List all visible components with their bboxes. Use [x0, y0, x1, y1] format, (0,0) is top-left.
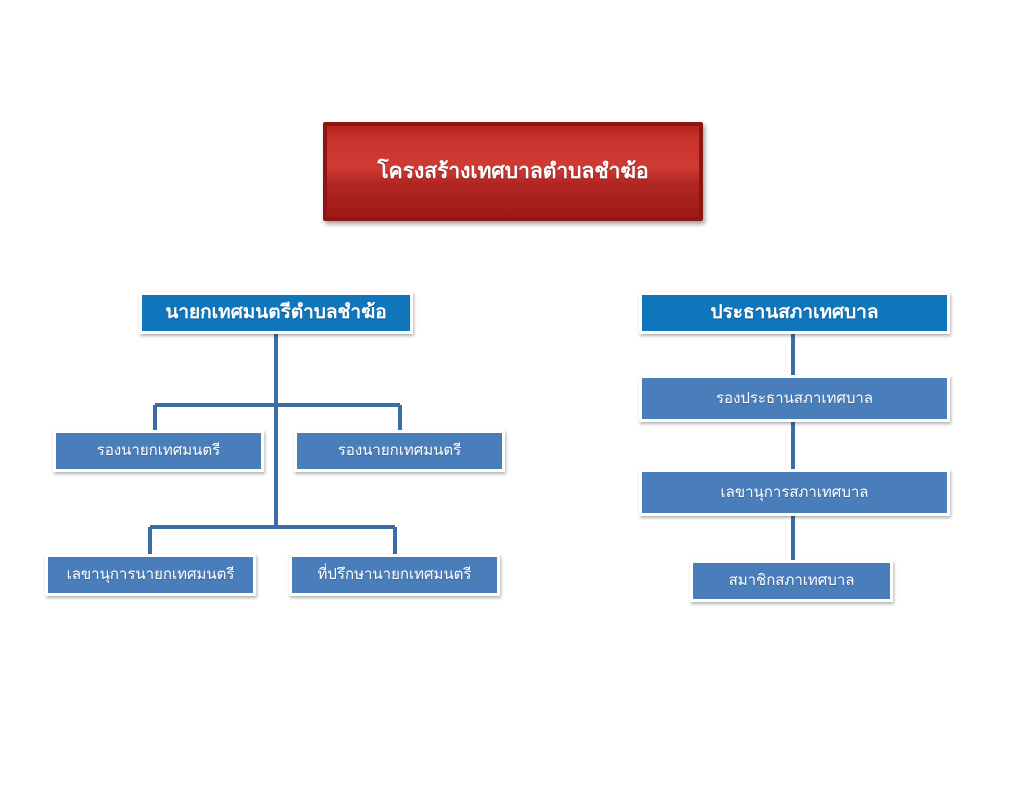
node-deputy-mayor-right-label: รองนายกเทศมนตรี	[337, 441, 462, 460]
node-council-secretary-label: เลขานุการสภาเทศบาล	[720, 482, 869, 501]
node-deputy-mayor-left-label: รองนายกเทศมนตรี	[96, 441, 221, 460]
node-council-secretary: เลขานุการสภาเทศบาล	[639, 469, 950, 516]
node-mayor-advisor-label: ที่ปรึกษานายกเทศมนตรี	[317, 565, 472, 584]
node-council-members-label: สมาชิกสภาเทศบาล	[728, 571, 855, 590]
node-deputy-mayor-left: รองนายกเทศมนตรี	[53, 430, 264, 472]
node-mayor-label: นายกเทศมนตรีตำบลชำฆ้อ	[165, 301, 387, 324]
node-council-members: สมาชิกสภาเทศบาล	[690, 560, 893, 602]
node-council-chairman-label: ประธานสภาเทศบาล	[710, 301, 879, 324]
node-council-vice-chairman-label: รองประธานสภาเทศบาล	[716, 388, 873, 407]
chart-title-box: โครงสร้างเทศบาลตำบลชำฆ้อ	[323, 122, 703, 221]
chart-title-label: โครงสร้างเทศบาลตำบลชำฆ้อ	[377, 159, 649, 184]
node-council-chairman: ประธานสภาเทศบาล	[639, 292, 950, 334]
node-mayor-secretary: เลขานุการนายกเทศมนตรี	[45, 554, 256, 596]
node-council-vice-chairman: รองประธานสภาเทศบาล	[639, 375, 950, 422]
node-mayor-advisor: ที่ปรึกษานายกเทศมนตรี	[289, 554, 500, 596]
node-mayor-secretary-label: เลขานุการนายกเทศมนตรี	[66, 565, 235, 584]
node-deputy-mayor-right: รองนายกเทศมนตรี	[294, 430, 505, 472]
node-mayor: นายกเทศมนตรีตำบลชำฆ้อ	[139, 292, 413, 334]
